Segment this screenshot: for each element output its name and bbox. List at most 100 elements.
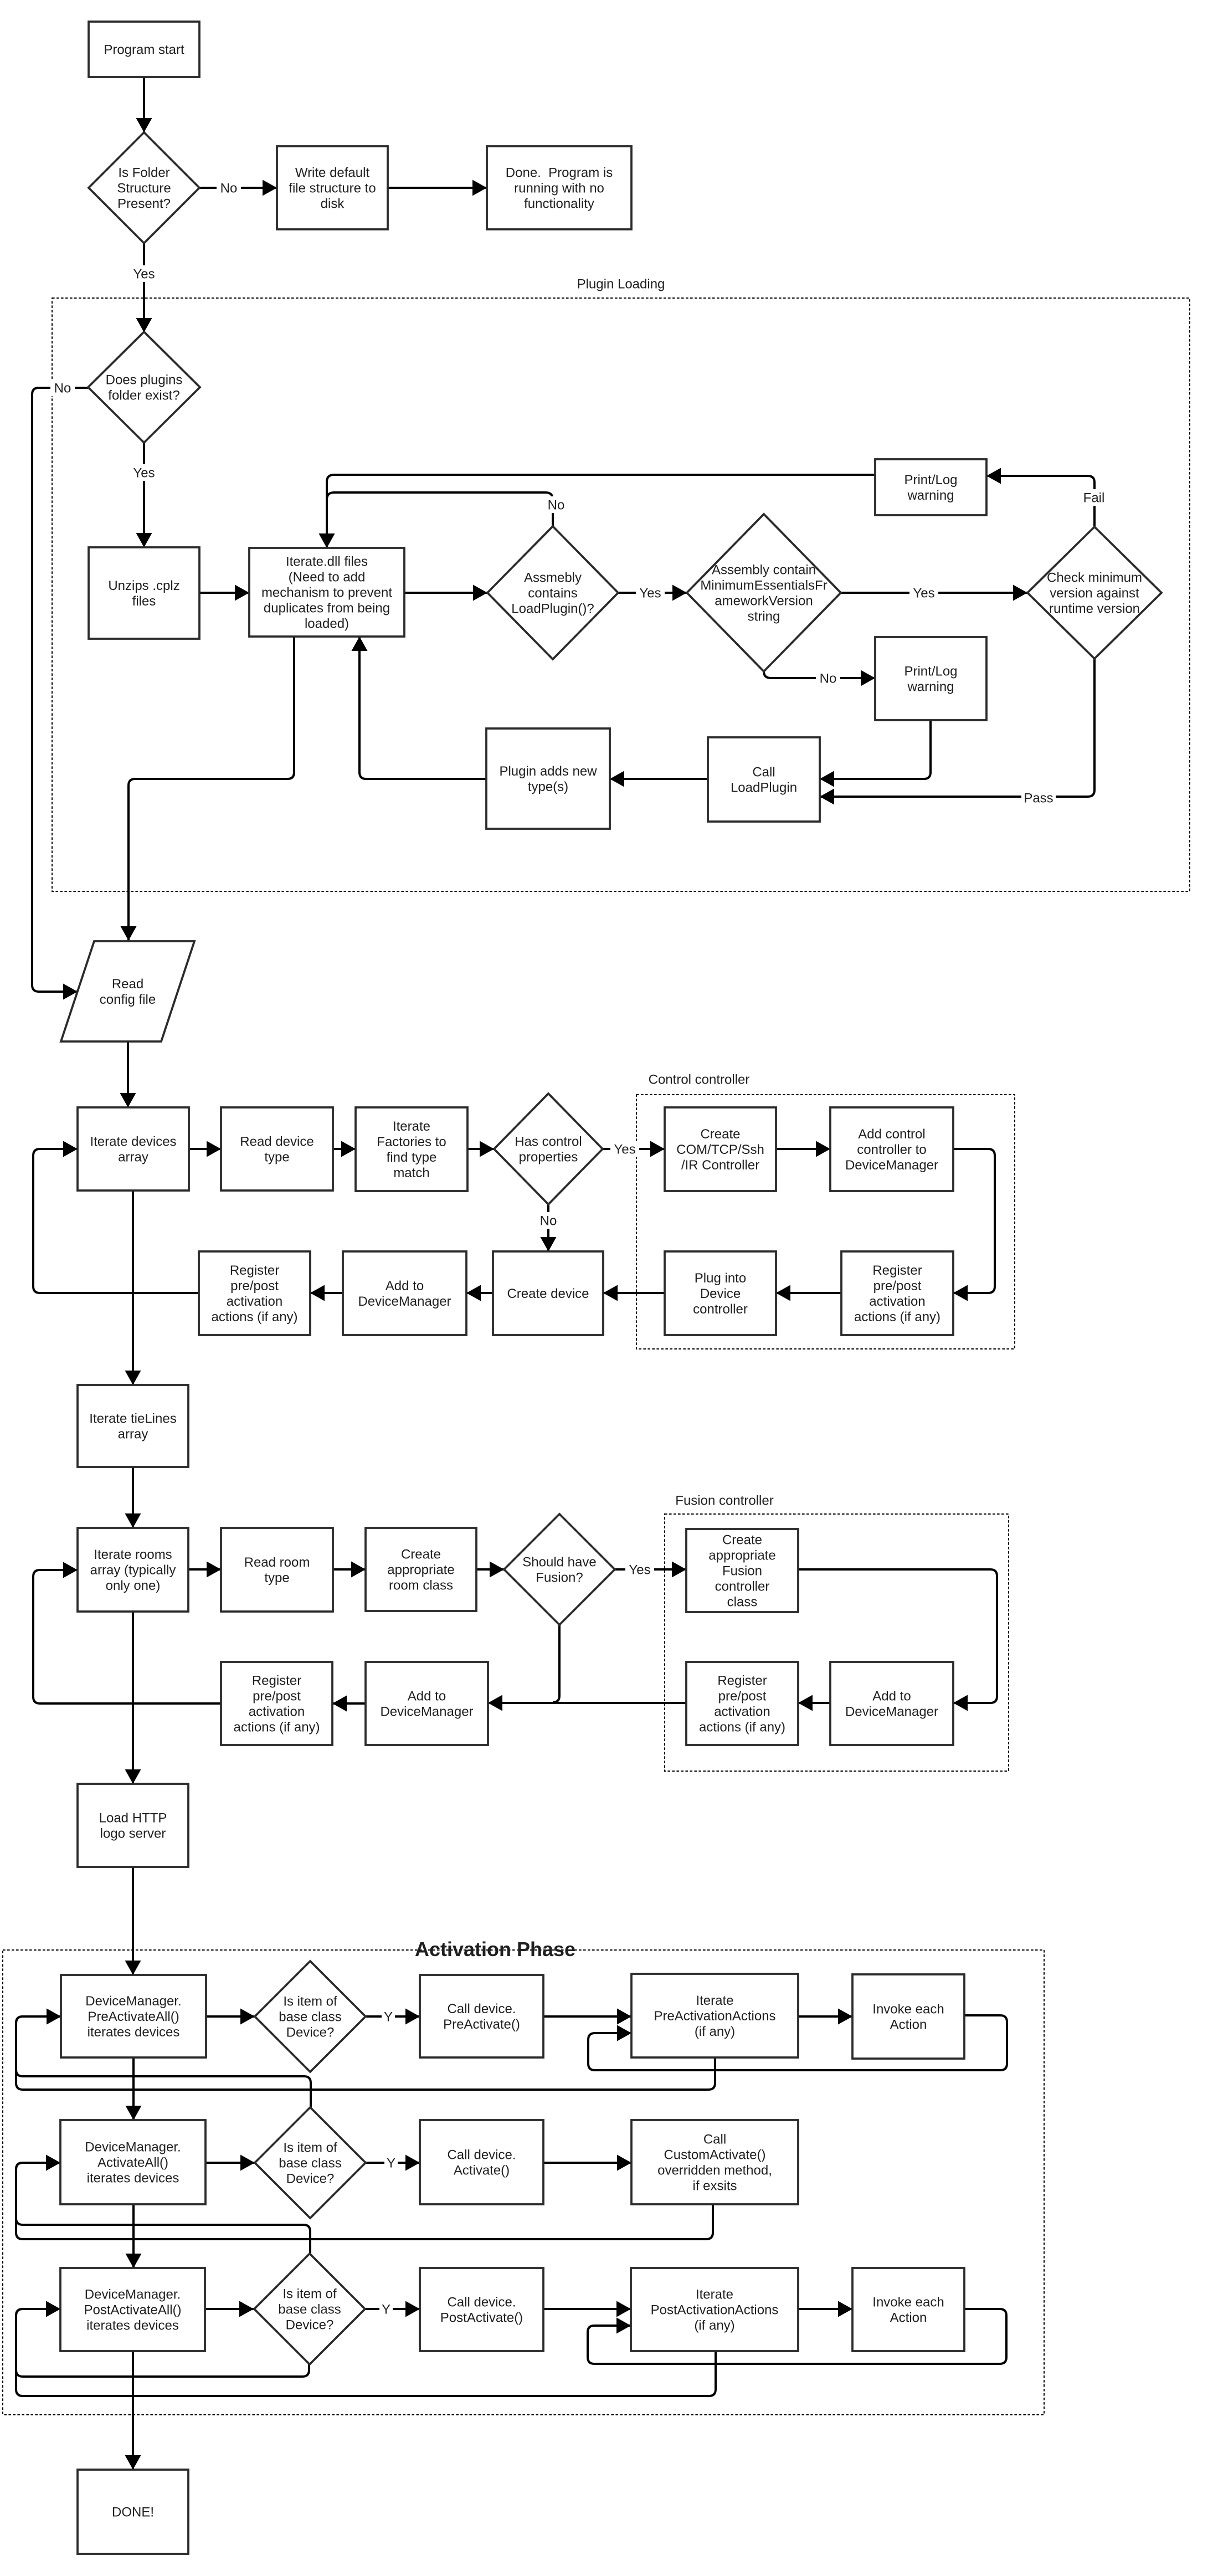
svg-text:Print/Log: Print/Log	[904, 473, 957, 488]
svg-text:PostActivate(): PostActivate()	[440, 2310, 523, 2325]
svg-text:Create device: Create device	[507, 1286, 589, 1301]
svg-text:PreActivationActions: PreActivationActions	[654, 2009, 775, 2024]
svg-text:actions (if any): actions (if any)	[854, 1310, 941, 1325]
svg-text:Action: Action	[890, 2017, 927, 2032]
svg-text:activation: activation	[869, 1294, 925, 1309]
svg-text:Y: Y	[384, 2010, 393, 2025]
svg-text:Create: Create	[401, 1547, 441, 1562]
svg-text:Read: Read	[112, 977, 143, 992]
svg-text:base class: base class	[279, 2009, 341, 2024]
svg-text:Yes: Yes	[614, 1142, 635, 1157]
svg-text:type: type	[264, 1571, 289, 1585]
svg-text:Structure: Structure	[117, 181, 171, 196]
svg-text:activation: activation	[249, 1704, 305, 1719]
svg-text:ameworkVersion: ameworkVersion	[715, 593, 813, 608]
svg-text:ActivateAll(): ActivateAll()	[97, 2155, 168, 2170]
svg-text:iterates devices: iterates devices	[87, 2170, 179, 2185]
svg-text:only one): only one)	[106, 1578, 161, 1593]
svg-text:Fail: Fail	[1083, 491, 1105, 506]
svg-text:Add control: Add control	[858, 1127, 925, 1142]
svg-text:find type: find type	[387, 1150, 437, 1165]
svg-text:pre/post: pre/post	[718, 1689, 767, 1703]
svg-text:Create: Create	[722, 1532, 762, 1547]
svg-text:Yes: Yes	[133, 466, 155, 481]
svg-text:Is item of: Is item of	[283, 1994, 337, 2009]
svg-text:PreActivateAll(): PreActivateAll()	[88, 2009, 179, 2024]
svg-text:Done. Program is: Done. Program is	[506, 165, 613, 180]
svg-text:mechanism to prevent: mechanism to prevent	[261, 585, 392, 600]
svg-text:Yes: Yes	[629, 1563, 650, 1578]
svg-text:Assembly contain: Assembly contain	[712, 562, 816, 577]
svg-text:controller to: controller to	[857, 1142, 926, 1157]
svg-text:Fusion controller: Fusion controller	[675, 1493, 773, 1508]
svg-text:Iterate: Iterate	[393, 1119, 430, 1134]
svg-text:config file: config file	[100, 992, 156, 1007]
svg-text:loaded): loaded)	[305, 616, 349, 631]
svg-text:Control controller: Control controller	[649, 1072, 750, 1087]
svg-text:Fusion: Fusion	[722, 1563, 762, 1578]
svg-text:logo server: logo server	[100, 1826, 166, 1841]
svg-text:Activation Phase: Activation Phase	[415, 1938, 575, 1961]
svg-text:version against: version against	[1050, 586, 1139, 601]
svg-text:Device: Device	[700, 1286, 741, 1301]
svg-text:iterates devices: iterates devices	[86, 2318, 179, 2333]
svg-text:Invoke each: Invoke each	[872, 2295, 944, 2310]
svg-text:Device?: Device?	[286, 2171, 335, 2186]
svg-text:appropriate: appropriate	[708, 1548, 775, 1563]
svg-text:Y: Y	[382, 2302, 390, 2317]
svg-text:base class: base class	[279, 2156, 341, 2170]
svg-text:PreActivate(): PreActivate()	[443, 2017, 520, 2032]
svg-text:Action: Action	[890, 2310, 927, 2325]
svg-text:warning: warning	[907, 488, 954, 503]
svg-text:file structure to: file structure to	[289, 181, 376, 196]
svg-text:(if any): (if any)	[694, 2318, 734, 2333]
svg-text:Is item of: Is item of	[282, 2286, 337, 2301]
svg-text:Call device.: Call device.	[447, 2002, 516, 2016]
svg-text:Call device.: Call device.	[447, 2295, 516, 2310]
svg-text:Call: Call	[703, 2132, 726, 2147]
svg-text:Iterate.dll files: Iterate.dll files	[286, 554, 368, 569]
svg-text:Is Folder: Is Folder	[118, 165, 169, 180]
svg-text:Call device.: Call device.	[447, 2147, 516, 2162]
svg-text:controller: controller	[715, 1579, 770, 1594]
svg-text:CustomActivate(): CustomActivate()	[664, 2147, 765, 2162]
svg-text:array: array	[118, 1150, 148, 1164]
svg-text:Yes: Yes	[133, 267, 155, 282]
svg-text:Read device: Read device	[240, 1134, 314, 1149]
svg-text:Add to: Add to	[872, 1689, 911, 1703]
svg-text:Yes: Yes	[639, 586, 661, 601]
svg-text:if exsits: if exsits	[692, 2178, 737, 2193]
svg-text:Iterate: Iterate	[696, 2287, 733, 2302]
svg-text:functionality: functionality	[524, 196, 594, 211]
svg-text:Plug into: Plug into	[695, 1271, 746, 1286]
svg-text:class: class	[727, 1594, 758, 1609]
svg-text:No: No	[220, 181, 238, 196]
svg-text:Register: Register	[717, 1673, 767, 1688]
svg-text:MinimumEssentialsFr: MinimumEssentialsFr	[700, 578, 827, 593]
svg-text:DeviceManager.: DeviceManager.	[85, 2139, 181, 2154]
svg-text:DeviceManager.: DeviceManager.	[85, 2287, 181, 2302]
svg-text:actions (if any): actions (if any)	[233, 1720, 320, 1735]
svg-text:Add to: Add to	[408, 1689, 446, 1703]
svg-text:Program start: Program start	[104, 42, 184, 57]
svg-text:/IR Controller: /IR Controller	[681, 1158, 759, 1173]
svg-text:iterates devices: iterates devices	[88, 2025, 180, 2040]
svg-text:Unzips .cplz: Unzips .cplz	[108, 578, 179, 593]
svg-text:DeviceManager: DeviceManager	[358, 1294, 451, 1309]
svg-text:Device?: Device?	[286, 2317, 334, 2332]
svg-text:Should have: Should have	[522, 1554, 596, 1569]
svg-text:Iterate devices: Iterate devices	[90, 1134, 176, 1149]
svg-text:Iterate: Iterate	[696, 1993, 733, 2008]
svg-text:DeviceManager: DeviceManager	[845, 1704, 938, 1719]
svg-text:overridden method,: overridden method,	[657, 2163, 772, 2178]
svg-text:controller: controller	[693, 1302, 748, 1317]
svg-text:duplicates from being: duplicates from being	[264, 601, 390, 615]
svg-text:DeviceManager: DeviceManager	[380, 1704, 473, 1719]
svg-text:(if any): (if any)	[695, 2024, 735, 2039]
svg-text:folder exist?: folder exist?	[108, 388, 179, 403]
svg-text:Plugin Loading: Plugin Loading	[577, 276, 665, 291]
svg-text:Does plugins: Does plugins	[106, 372, 183, 387]
svg-text:activation: activation	[227, 1294, 282, 1309]
svg-text:Assmebly: Assmebly	[524, 570, 582, 585]
svg-text:No: No	[54, 381, 71, 396]
